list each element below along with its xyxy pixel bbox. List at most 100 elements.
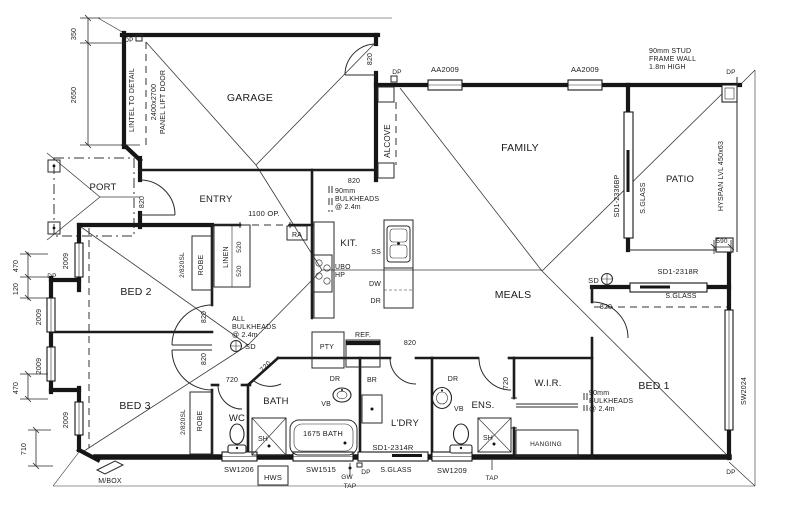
dp-label-corner: DP [726, 469, 735, 476]
vb-label-bath: VB [321, 401, 331, 408]
dp-label-patio: DP [726, 69, 735, 76]
window-label-2009-a: 2009 [63, 253, 70, 269]
dp-label-garage: DP [124, 37, 133, 44]
vb-label-ens: VB [454, 406, 464, 413]
room-label-bed2: BED 2 [120, 286, 151, 298]
door-label-sd1-2336bp: SD1-2336BP [614, 174, 621, 217]
room-labels: GARAGE PORT ENTRY FAMILY PATIO ALCOVE KI… [89, 92, 694, 448]
room-label-hanging: HANGING [530, 441, 562, 448]
note-panel-door: PANEL LIFT DOOR [160, 70, 167, 134]
door-label-820-bed3: 820 [201, 353, 208, 365]
robe-label-bed3: ROBE [197, 411, 204, 432]
window-label-2009-b: 2009 [36, 309, 43, 325]
ss-label: SS [371, 249, 381, 256]
window-label-sw1515: SW1515 [306, 465, 336, 474]
room-label-family: FAMILY [501, 142, 539, 154]
room-label-bed1: BED 1 [638, 380, 669, 392]
internal-walls [49, 168, 594, 460]
room-label-laundry: L'DRY [391, 418, 419, 429]
note-bulkheads-kit-1: 90mm [335, 188, 355, 195]
note-stud-2: FRAME WALL [649, 56, 696, 63]
door-label-820-alcove: 820 [348, 178, 360, 185]
door-label-sd1-2314r: SD1-2314R [373, 443, 414, 452]
meter-box [95, 460, 125, 475]
gw-label: GW [341, 474, 353, 481]
note-stud-3: 1.8m HIGH [649, 64, 686, 71]
door-label-sd1-2318r: SD1-2318R [658, 267, 699, 276]
dp-label-family: DP [392, 69, 401, 76]
door-label-720-bath: 720 [259, 360, 273, 374]
room-label-bath: BATH [263, 396, 288, 407]
hanging-rail [515, 429, 579, 457]
pantry [311, 331, 345, 369]
window-label-2009-d: 2009 [63, 412, 70, 428]
door-label-720-wc: 720 [226, 377, 238, 384]
dimension-labels: 350 2650 470 120 470 710 590 1675 BATH [13, 28, 728, 455]
door-label-820-bed1: 820 [600, 304, 612, 311]
bath-tub [289, 419, 358, 456]
cooktop [311, 254, 333, 293]
dim-label-590: 590 [716, 238, 728, 245]
dim-label-120: 120 [13, 283, 20, 295]
fridge-space [345, 339, 381, 368]
note-all-bulkheads-2: BULKHEADS [232, 324, 276, 331]
eaves-outline [52, 17, 756, 487]
note-labels: LINTEL TO DETAIL 2400x2700 PANEL LIFT DO… [129, 48, 725, 413]
note-hyspan: HYSPAN LVL 450x63 [718, 141, 725, 211]
note-bulkheads-kit-3: @ 2.4m [335, 204, 361, 211]
wc-toilet [229, 423, 245, 445]
note-bulkheads-bed1-3: @ 2.4m [589, 406, 615, 413]
hws-unit [257, 465, 289, 486]
door-label-2-820sl-bed2: 2/820SL [179, 252, 186, 278]
room-label-garage: GARAGE [227, 92, 273, 104]
pty-label: PTY [320, 344, 334, 351]
dw-label: DW [369, 281, 381, 288]
room-label-ensuite: ENS. [472, 400, 495, 411]
dim-label-1675-bath: 1675 BATH [303, 429, 343, 438]
window-label-2009-c: 2009 [36, 358, 43, 374]
room-label-patio: PATIO [666, 174, 694, 185]
sglass-label-laundry: S.GLASS [380, 467, 411, 474]
room-label-alcove: ALCOVE [383, 124, 392, 158]
room-label-meals: MEALS [495, 289, 532, 301]
dim-label-710: 710 [21, 443, 28, 455]
linen-label: LINEN [223, 246, 230, 268]
bath-vanity-basin [332, 387, 352, 403]
door-label-820-bed2: 820 [201, 311, 208, 323]
br-label: BR [367, 377, 377, 384]
dim-label-2650: 2650 [71, 87, 78, 103]
room-label-wir: W.I.R. [534, 378, 561, 389]
dim-label-520-a: 520 [236, 241, 243, 253]
opening-label-1100: 1100 OP. [248, 209, 280, 218]
ens-shower [477, 417, 512, 453]
dp-label-bay: DP [47, 273, 56, 280]
dr-label-bath: DR [330, 376, 341, 383]
windows [46, 79, 734, 462]
note-stud-1: 90mm STUD [649, 48, 691, 55]
dim-label-520-b: 520 [236, 265, 243, 277]
note-panel-size: 2400x2700 [151, 84, 158, 120]
hp-label: HP [335, 272, 345, 279]
hws-label: HWS [264, 473, 282, 482]
door-swings [139, 43, 629, 429]
note-bulkheads-kit-2: BULKHEADS [335, 196, 379, 203]
ubo-label: UBO [335, 264, 351, 271]
note-all-bulkheads-1: ALL [232, 316, 245, 323]
ref-label: REF. [355, 332, 371, 339]
bath-shower [251, 417, 287, 456]
robe-label-bed2: ROBE [198, 255, 205, 276]
mbox-label: M/BOX [98, 478, 122, 485]
dashed-lines [53, 42, 727, 448]
note-lintel: LINTEL TO DETAIL [129, 68, 136, 132]
window-label-sw2024: SW2024 [741, 377, 748, 405]
tap-label-1: TAP [344, 483, 357, 490]
room-label-port: PORT [89, 182, 116, 193]
door-label-720-ens: 720 [503, 377, 510, 389]
room-label-entry: ENTRY [199, 194, 232, 205]
dim-label-470-low: 470 [13, 382, 20, 394]
door-label-820-entry: 820 [139, 196, 146, 208]
dr-label-kitchen: DR [370, 298, 381, 305]
window-label-aa2009-2: AA2009 [571, 65, 599, 74]
